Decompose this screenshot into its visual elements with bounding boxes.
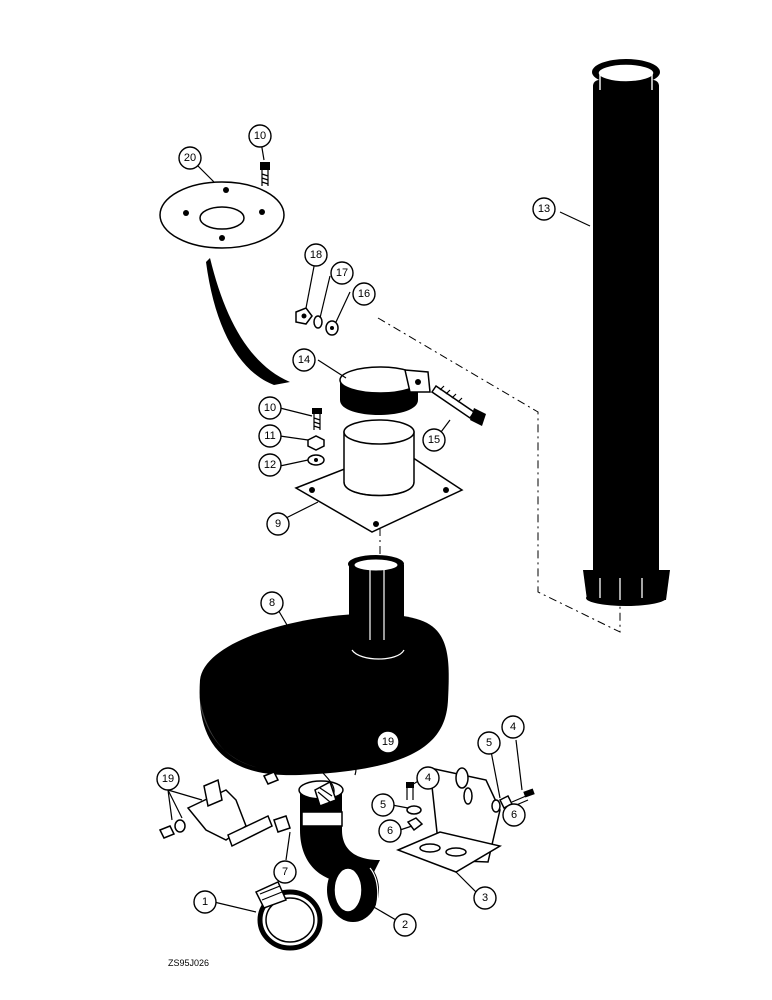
drawing-code: ZS95J026 — [168, 958, 209, 968]
bolt-part-10-top — [260, 162, 270, 186]
hose-clamp-part-1 — [254, 881, 323, 951]
callout-10: 10 — [258, 396, 282, 420]
svg-text:18: 18 — [310, 249, 322, 261]
mounting-plate-part-20 — [159, 181, 290, 385]
callout-7: 7 — [273, 860, 297, 884]
svg-text:2: 2 — [402, 919, 408, 931]
callout-4: 4 — [416, 766, 440, 790]
callout-17: 17 — [330, 261, 354, 285]
svg-text:16: 16 — [358, 288, 370, 300]
svg-text:4: 4 — [425, 772, 431, 784]
svg-text:3: 3 — [482, 892, 488, 904]
svg-text:7: 7 — [282, 866, 288, 878]
nut-washers-16-17-18 — [295, 307, 339, 336]
callout-15: 15 — [422, 428, 446, 452]
callout-5: 5 — [371, 793, 395, 817]
callout-4: 4 — [501, 715, 525, 739]
svg-text:1: 1 — [202, 896, 208, 908]
flange-plate-part-9 — [294, 419, 464, 533]
svg-text:17: 17 — [336, 267, 348, 279]
svg-text:9: 9 — [275, 518, 281, 530]
svg-text:5: 5 — [380, 799, 386, 811]
svg-text:10: 10 — [264, 402, 276, 414]
elbow-pipe-part-2 — [298, 780, 380, 922]
bolt-part-15 — [430, 384, 486, 426]
callout-8: 8 — [260, 591, 284, 615]
callout-10: 10 — [248, 124, 272, 148]
svg-text:13: 13 — [538, 203, 550, 215]
svg-text:19: 19 — [162, 773, 174, 785]
callout-13: 13 — [532, 197, 556, 221]
bolt-nut-washer-10-11-12 — [307, 408, 325, 466]
muffler-part-8 — [198, 555, 449, 776]
callout-12: 12 — [258, 453, 282, 477]
callout-16: 16 — [352, 282, 376, 306]
svg-text:10: 10 — [254, 130, 266, 142]
svg-text:19: 19 — [382, 736, 394, 748]
callout-6: 6 — [502, 803, 526, 827]
callout-6: 6 — [378, 819, 402, 843]
callout-9: 9 — [266, 512, 290, 536]
svg-text:12: 12 — [264, 459, 276, 471]
callout-14: 14 — [292, 348, 316, 372]
callout-2: 2 — [393, 913, 417, 937]
bracket-right-part-3 — [395, 767, 502, 873]
bracket-left-part-19 — [158, 778, 273, 848]
svg-text:6: 6 — [511, 809, 517, 821]
callout-18: 18 — [304, 243, 328, 267]
tail-pipe-part-13 — [583, 59, 670, 606]
callout-19: 19 — [156, 767, 180, 791]
callout-19: 19 — [376, 730, 400, 754]
callout-5: 5 — [477, 731, 501, 755]
callout-11: 11 — [258, 424, 282, 448]
svg-text:20: 20 — [184, 152, 196, 164]
callout-20: 20 — [178, 146, 202, 170]
flex-pipe-part-19 — [314, 753, 357, 807]
svg-text:11: 11 — [264, 430, 275, 442]
svg-text:5: 5 — [486, 737, 492, 749]
callout-1: 1 — [193, 890, 217, 914]
svg-text:4: 4 — [510, 721, 516, 733]
clamp-band-part-14 — [339, 366, 431, 415]
callout-3: 3 — [473, 886, 497, 910]
svg-text:8: 8 — [269, 597, 275, 609]
svg-text:6: 6 — [387, 825, 393, 837]
svg-text:15: 15 — [428, 434, 440, 446]
studs — [262, 771, 291, 833]
svg-text:14: 14 — [298, 354, 310, 366]
